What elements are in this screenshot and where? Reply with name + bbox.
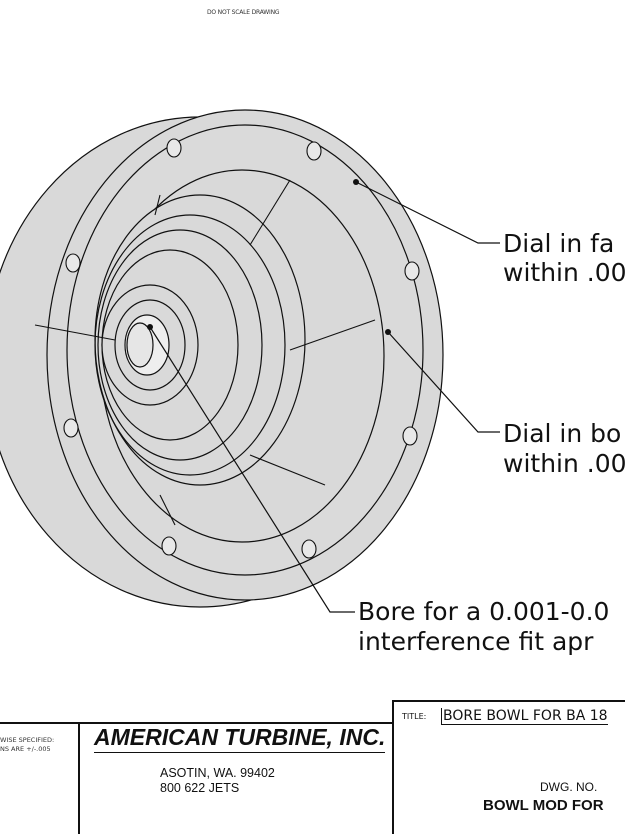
do-not-scale-note: DO NOT SCALE DRAWING — [207, 9, 280, 16]
company-address: ASOTIN, WA. 99402 800 622 JETS — [160, 766, 275, 796]
divider — [0, 722, 393, 724]
callout-bore-line2: within .00 — [503, 449, 625, 478]
divider — [392, 700, 394, 834]
address-line1: ASOTIN, WA. 99402 — [160, 766, 275, 780]
leader-lines — [149, 181, 500, 613]
phone-line: 800 622 JETS — [160, 781, 240, 795]
divider — [78, 722, 80, 834]
callout-face-line1: Dial in fa — [503, 229, 615, 258]
title-label: TITLE: — [402, 712, 427, 721]
tolerance-line2: NS ARE +/-.005 — [0, 745, 51, 753]
vanes — [34, 179, 376, 526]
divider — [392, 700, 625, 702]
callout-face-line2: within .00 — [503, 258, 625, 287]
dwg-no-value: BOWL MOD FOR — [483, 797, 604, 814]
bolt-holes — [63, 138, 420, 559]
callout-bore-line1: Dial in bo — [503, 419, 622, 448]
company-name: AMERICAN TURBINE, INC. — [94, 724, 386, 753]
dwg-no-label: DWG. NO. — [540, 780, 598, 794]
tolerance-note: WISE SPECIFIED: NS ARE +/-.005 — [0, 736, 54, 754]
tolerance-line1: WISE SPECIFIED: — [0, 736, 55, 744]
callout-fit-line2: interference fit apr — [358, 627, 594, 656]
title-value: BORE BOWL FOR BA 18 — [441, 708, 608, 725]
callout-fit-line1: Bore for a 0.001-0.0 — [358, 597, 610, 626]
